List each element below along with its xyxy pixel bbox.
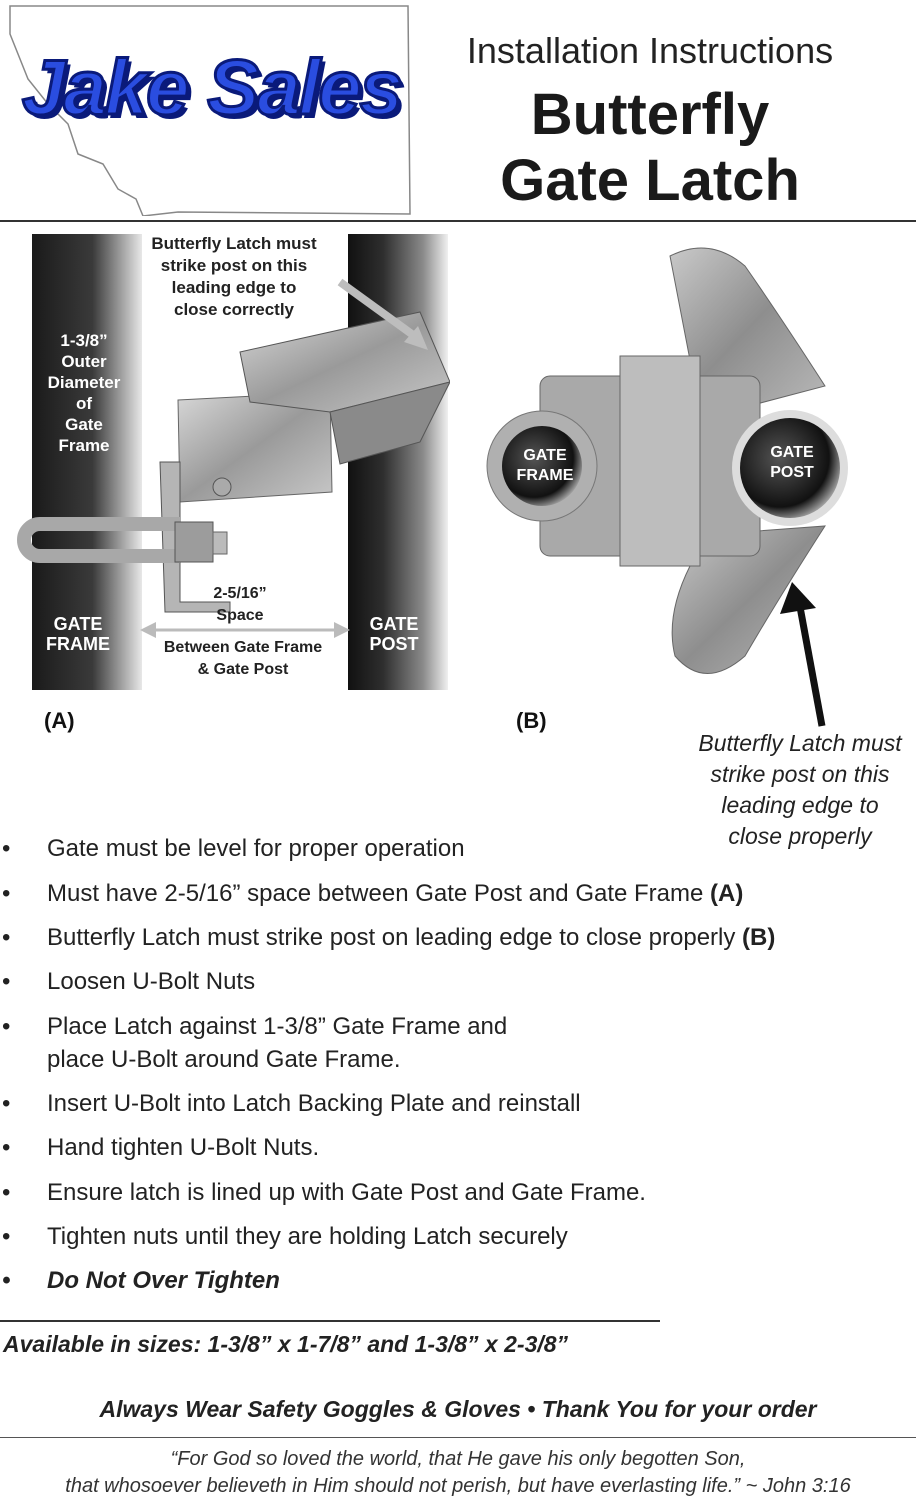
available-sizes: Available in sizes: 1-3/8” x 1-7/8” and … [3, 1331, 569, 1357]
figure-a-letter: (A) [44, 708, 75, 733]
callout-arrow-a [337, 278, 423, 344]
page-title: Butterfly Gate Latch [440, 82, 860, 214]
footer-divider [0, 1437, 916, 1438]
logo-text: Jake Sales [20, 42, 404, 133]
space-label: 2-5/16”Space [213, 585, 267, 624]
title-line-2: Gate Latch [500, 148, 800, 213]
bible-verse: “For God so loved the world, that He gav… [65, 1448, 851, 1497]
between-label: Between Gate Frame& Gate Post [163, 639, 323, 678]
figure-b-photo [486, 247, 848, 727]
figure-b-letter: (B) [516, 708, 547, 733]
page-subtitle: Installation Instructions [466, 30, 834, 71]
safety-note: Always Wear Safety Goggles & Gloves • Th… [99, 1396, 817, 1422]
sizes-divider [0, 1320, 660, 1322]
header-divider [0, 220, 916, 222]
title-line-1: Butterfly [530, 82, 770, 147]
brand-logo: Jake Sales [8, 4, 418, 217]
leading-edge-arrow [794, 595, 826, 727]
figure-a-photo [17, 234, 450, 690]
montana-outline-icon [9, 5, 411, 217]
